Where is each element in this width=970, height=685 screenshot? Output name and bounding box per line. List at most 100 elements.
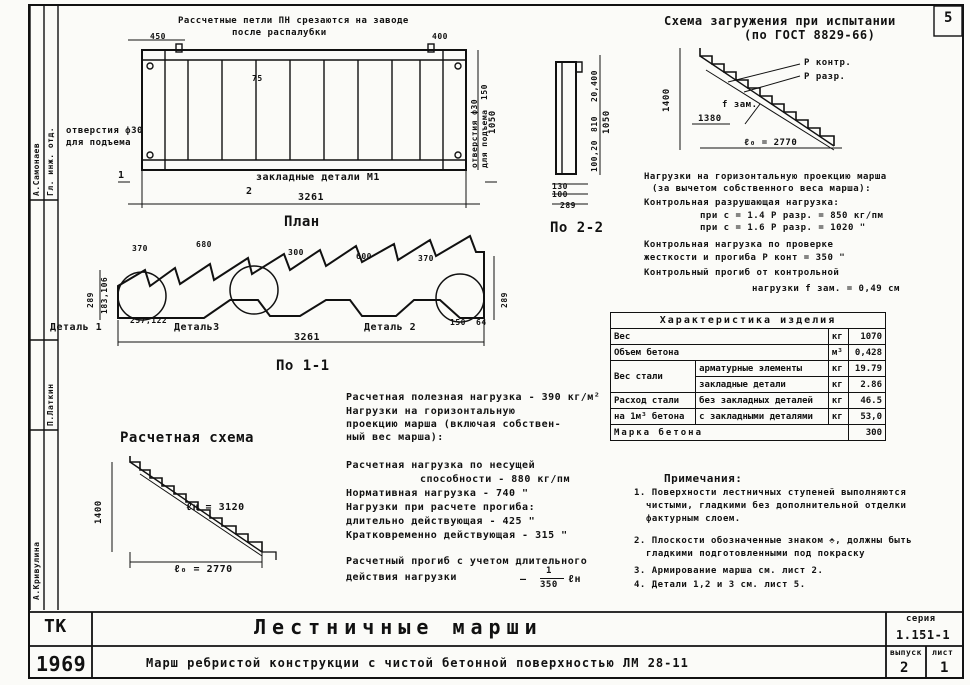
load-scheme-subtitle: (по ГОСТ 8829-66) (744, 28, 876, 42)
stamp-subtitle: Марш ребристой конструкции с чистой бето… (146, 656, 689, 670)
char-value: 46.5 (847, 392, 886, 409)
sheet-number-box (933, 5, 963, 37)
char-sub: закладные детали (695, 376, 829, 393)
char-label: Вес стали (609, 360, 697, 393)
s11-dim-top-2: 300 (288, 248, 304, 257)
stamp-vyp-label: выпуск (890, 648, 922, 657)
load-p-contr: P контр. (804, 58, 852, 68)
calc-text-9: длительно действующая - 425 " (346, 516, 536, 527)
char-value: 2.86 (847, 376, 886, 393)
plan-dim-total: 3261 (298, 192, 325, 203)
char-header: Характеристика изделия (610, 312, 886, 329)
s22-dim-0: 20,400 (590, 70, 599, 102)
s11-dim-top-4: 370 (418, 254, 434, 263)
plan-view (118, 39, 497, 208)
s11-dim-low: 257,122 (130, 316, 168, 325)
load-text-3: Контрольная разрушающая нагрузка: (644, 198, 840, 208)
load-text-5: при c = 1.6 P разр. = 1020 " (700, 223, 866, 233)
calc-text-12: действия нагрузки (346, 572, 457, 583)
stamp-list-label: лист (932, 648, 954, 657)
s11-dim-h2: 183,106 (100, 276, 109, 314)
load-text-7: жесткости и прогиба P конт = 350 " (644, 253, 846, 263)
title-block (30, 611, 964, 679)
load-scheme-view (679, 48, 842, 151)
calc-frac-num: 1 (546, 566, 552, 576)
s11-detail-3: Деталь3 (174, 322, 220, 333)
note-2: 2. Плоскости обозначенные знаком ⬘, долж… (634, 536, 913, 546)
calc-frac-den: 350 (540, 580, 558, 590)
side-label-1: А.Самонаев (32, 142, 41, 196)
char-value: 19.79 (847, 360, 886, 377)
note-1: 1. Поверхности лестничных ступеней выпол… (634, 488, 907, 498)
note-3: 3. Армирование марша см. лист 2. (634, 566, 824, 576)
char-unit: кг (827, 328, 849, 345)
char-sub: с закладными деталями (695, 408, 829, 425)
s11-detail-2: Деталь 2 (364, 322, 417, 333)
stamp-series: 1.151-1 (896, 628, 951, 642)
notes-title: Примечания: (664, 472, 743, 485)
char-label: Расход стали (609, 392, 697, 409)
stamp-year: 1969 (36, 652, 87, 676)
calc-text-8: Нагрузки при расчете прогиба: (346, 502, 536, 513)
side-label-4: П.Латкин (46, 383, 55, 426)
plan-dim-right: 400 (432, 32, 448, 41)
calc-l0: ℓ₀ = 2770 (174, 564, 233, 575)
char-value: 1070 (847, 328, 886, 345)
s11-dim-total: 3261 (294, 332, 321, 343)
plan-mark-1: 1 (118, 170, 125, 181)
calc-text-5: Расчетная нагрузка по несущей (346, 460, 536, 471)
side-label-2: Гл. инж. отд. (46, 126, 55, 196)
s11-dim-r2: 64 (476, 318, 487, 327)
s22-title: По 2-2 (550, 220, 604, 236)
note-1b: чистыми, гладкими без дополнительной отд… (646, 501, 907, 511)
s22-dim-2: 100,20 (590, 140, 599, 172)
plan-note-loops: Рассчетные петли ПН срезаются на заводе (178, 16, 409, 26)
table-row: Марка бетона 300 (610, 424, 886, 441)
s22-bottom-1: 100 (552, 190, 568, 199)
load-dim-l0: ℓ₀ = 2770 (744, 138, 798, 148)
plan-hole-right: отверстия ф30 (470, 98, 479, 168)
load-f-zam: f зам. (722, 100, 758, 110)
stamp-title: Лестничные марши (254, 615, 543, 639)
char-sub: без закладных деталей (695, 392, 829, 409)
table-row: Вес кг 1070 (610, 328, 886, 345)
load-text-8: Контрольный прогиб от контрольной (644, 268, 840, 278)
load-text-2: (за вычетом собственного веса марша): (652, 184, 871, 194)
char-unit: кг (827, 360, 849, 377)
char-value: 0,428 (847, 344, 886, 361)
char-sub: арматурные элементы (695, 360, 829, 377)
plan-dim-depth: 1050 (488, 110, 498, 134)
calc-ln: ℓн = 3120 (186, 502, 245, 513)
load-text-1: Нагрузки на горизонтальную проекцию марш… (644, 172, 887, 182)
load-scheme-title: Схема загружения при испытании (664, 14, 896, 28)
char-unit: кг (827, 408, 849, 425)
plan-title: План (284, 214, 320, 230)
table-row: Расход стали без закладных деталей кг 46… (609, 392, 886, 409)
char-unit: кг (827, 392, 849, 409)
s11-detail-1: Деталь 1 (50, 322, 103, 333)
calc-text-10: Кратковременно действующая - 315 " (346, 530, 568, 541)
s11-dim-h: 289 (86, 292, 95, 308)
section-2-2-view (552, 55, 601, 205)
calc-text-12b: — (520, 574, 527, 585)
load-dim-1400: 1400 (662, 88, 672, 112)
table-row: на 1м³ бетона с закладными деталями кг 5… (609, 408, 886, 425)
char-label: Вес (610, 328, 829, 345)
stamp-list: 1 (940, 660, 949, 676)
table-row: Вес стали арматурные элементы кг 19.79 (609, 360, 886, 393)
char-label: Марка бетона (610, 424, 849, 441)
load-dim-1380: 1380 (698, 114, 722, 124)
char-label: на 1м³ бетона (609, 408, 697, 425)
calc-text-6: способности - 880 кг/пм (420, 474, 570, 485)
plan-note-loops-2: после распалубки (232, 28, 327, 38)
s22-dim-1: 810 (590, 116, 599, 132)
stamp-series-label: серия (906, 614, 936, 624)
load-text-6: Контрольная нагрузка по проверке (644, 240, 834, 250)
note-4: 4. Детали 1,2 и 3 см. лист 5. (634, 580, 806, 590)
plan-embedded: закладные детали М1 (256, 172, 380, 183)
calc-frac-bar (540, 578, 564, 579)
s22-bottom-2: 289 (560, 201, 576, 210)
load-text-4: при c = 1.4 P разр. = 850 кг/пм (700, 211, 884, 221)
s11-dim-top-3: 600 (356, 252, 372, 261)
